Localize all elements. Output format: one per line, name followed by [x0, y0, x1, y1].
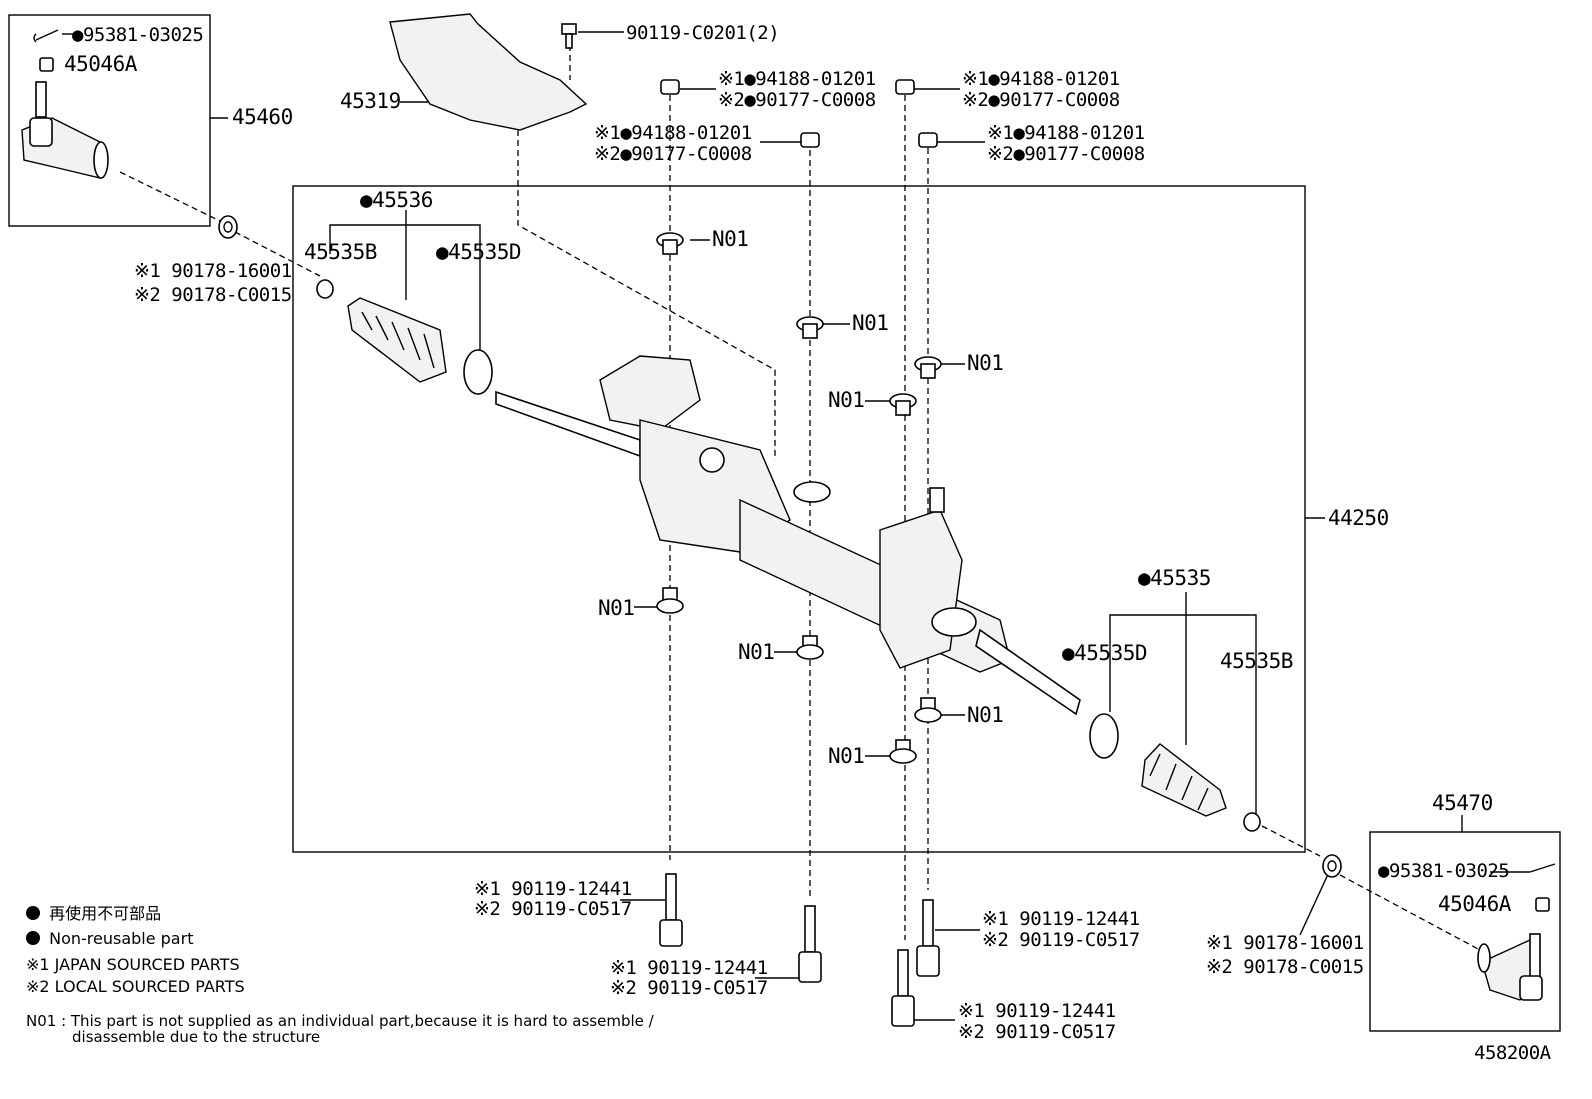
top-nuts: [660, 79, 938, 148]
label-45319: 45319: [340, 89, 401, 113]
tie-rod-end-left-frame: [8, 14, 211, 227]
leader-lines: [62, 31, 1530, 1021]
legend-japan-sourced: ※1 JAPAN SOURCED PARTS: [26, 955, 240, 974]
label-nut-d-line2: ※2●90177-C0008: [987, 143, 1145, 165]
n01-bushings: [656, 232, 942, 764]
label-nut-b-line1: ※1●94188-01201: [962, 68, 1120, 90]
legend-non-reusable-en: Non-reusable part: [26, 931, 193, 947]
label-45536: ●45536: [360, 188, 433, 212]
bottom-bolts: [659, 873, 940, 1027]
non-reusable-dot-icon: [26, 906, 40, 920]
label-bolt-2-line1: ※1 90119-12441: [610, 957, 768, 979]
non-reusable-dot-icon: [26, 931, 40, 945]
note-n01-line2: disassemble due to the structure: [72, 1028, 321, 1046]
label-nut-a-line1: ※1●94188-01201: [718, 68, 876, 90]
label-bolt-4-line1: ※1 90119-12441: [958, 1000, 1116, 1022]
right-washer: [1322, 854, 1342, 878]
label-45460: 45460: [232, 105, 293, 129]
label-washer-left-line1: ※1 90178-16001: [134, 260, 292, 282]
tie-rod-end-right: [1477, 863, 1556, 1001]
label-nut-a-line2: ※2●90177-C0008: [718, 89, 876, 111]
diagram-id: 458200A: [1474, 1042, 1551, 1064]
cover-45319: [389, 13, 588, 131]
label-bolt-1-line1: ※1 90119-12441: [474, 878, 632, 900]
label-n01-3: N01: [967, 351, 1004, 375]
label-nut-d-line1: ※1●94188-01201: [987, 122, 1145, 144]
tie-rod-end-left: [21, 29, 109, 179]
label-n01-2: N01: [852, 311, 889, 335]
label-washer-right-line1: ※1 90178-16001: [1206, 932, 1364, 954]
label-bolt-4-line2: ※2 90119-C0517: [958, 1021, 1116, 1043]
label-45535d-left: ●45535D: [436, 240, 522, 264]
label-45046a-bottom-right: 45046A: [1438, 892, 1511, 916]
label-44250: 44250: [1328, 506, 1389, 530]
label-n01-4: N01: [828, 388, 865, 412]
label-washer-left-line2: ※2 90178-C0015: [134, 284, 292, 306]
label-n01-1: N01: [712, 227, 749, 251]
label-bolt-2-line2: ※2 90119-C0517: [610, 977, 768, 999]
label-n01-7: N01: [967, 703, 1004, 727]
label-nut-c-line1: ※1●94188-01201: [594, 122, 752, 144]
steering-gear-assembly-frame: [292, 185, 1306, 853]
label-45535b-left: 45535B: [304, 240, 377, 264]
top-bolt: [561, 23, 577, 49]
label-n01-8: N01: [828, 744, 865, 768]
label-95381-03025-top-left: ●95381-03025: [72, 24, 204, 46]
label-90119-c0201: 90119-C0201(2): [626, 22, 780, 44]
label-nut-b-line2: ※2●90177-C0008: [962, 89, 1120, 111]
label-washer-right-line2: ※2 90178-C0015: [1206, 956, 1364, 978]
label-45535b-right: 45535B: [1220, 649, 1293, 673]
label-bolt-3-line2: ※2 90119-C0517: [982, 929, 1140, 951]
left-washer: [218, 215, 334, 299]
label-45046a-top-left: 45046A: [64, 52, 137, 76]
right-boot: [1089, 713, 1261, 832]
label-45535d-right: ●45535D: [1062, 641, 1148, 665]
legend-local-sourced: ※2 LOCAL SOURCED PARTS: [26, 977, 245, 996]
legend-non-reusable-jp: 再使用不可部品: [26, 906, 161, 922]
label-nut-c-line2: ※2●90177-C0008: [594, 143, 752, 165]
label-45470: 45470: [1432, 791, 1493, 815]
tie-rod-end-right-frame: [1369, 831, 1561, 1032]
left-boot: [347, 297, 493, 395]
label-n01-5: N01: [598, 596, 635, 620]
note-n01-line1: N01 : This part is not supplied as an in…: [26, 1012, 654, 1030]
steering-rack: [495, 355, 1081, 716]
label-95381-03025-bottom-right: ●95381-03025: [1378, 860, 1510, 882]
label-45535-right: ●45535: [1138, 566, 1211, 590]
label-bolt-3-line1: ※1 90119-12441: [982, 908, 1140, 930]
label-bolt-1-line2: ※2 90119-C0517: [474, 898, 632, 920]
label-n01-6: N01: [738, 640, 775, 664]
